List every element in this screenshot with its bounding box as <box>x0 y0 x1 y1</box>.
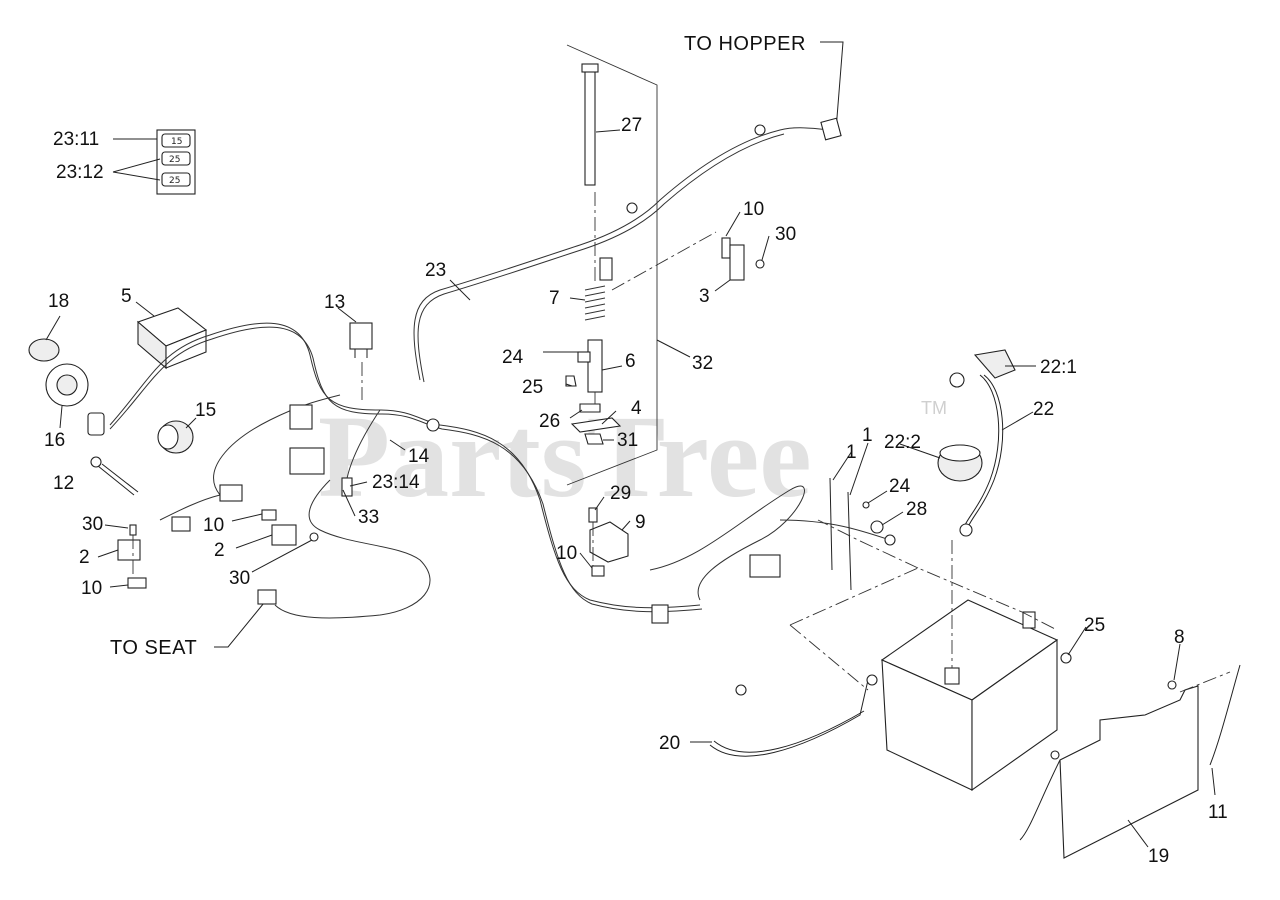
callout-20: 20 <box>659 733 680 754</box>
wiring-harness <box>109 127 891 619</box>
callout-6: 6 <box>625 351 636 372</box>
callout-22-1: 22:1 <box>1040 357 1077 378</box>
callout-32: 32 <box>692 353 713 374</box>
to-hopper-caption: TO HOPPER <box>684 33 844 131</box>
callout-10-top: 10 <box>743 199 764 220</box>
callout-16: 16 <box>44 430 65 451</box>
callout-27: 27 <box>621 115 642 136</box>
callout-26: 26 <box>539 411 560 432</box>
callout-15: 15 <box>195 400 216 421</box>
battery <box>789 519 1059 792</box>
cable-ties <box>829 477 852 591</box>
leader-lines <box>97 129 1216 848</box>
callout-19: 19 <box>1148 846 1169 867</box>
relay <box>337 307 373 400</box>
callout-1-b: 1 <box>862 425 873 446</box>
battery-holddown <box>1019 652 1241 859</box>
callout-labels: 23:11 23:12 18 5 13 23 27 7 24 25 6 26 4… <box>44 115 1228 867</box>
fuse-block: 15 25 25 <box>112 129 196 195</box>
battery-cables <box>709 349 1016 757</box>
callout-24-right: 24 <box>889 476 911 497</box>
callout-5: 5 <box>121 286 132 307</box>
callout-4: 4 <box>631 398 642 419</box>
callout-23-14: 23:14 <box>372 472 420 493</box>
callout-3: 3 <box>699 286 710 307</box>
callout-7: 7 <box>549 288 560 309</box>
callout-30-left: 30 <box>82 514 103 535</box>
fuse-15-label: 15 <box>171 137 182 147</box>
callout-23-12: 23:12 <box>56 162 104 183</box>
interlock-switch-9 <box>588 507 629 577</box>
callout-29: 29 <box>610 483 631 504</box>
callout-18: 18 <box>48 291 69 312</box>
callout-9: 9 <box>635 512 646 533</box>
callout-22: 22 <box>1033 399 1054 420</box>
callout-10-mid: 10 <box>203 515 224 536</box>
parts-tree-watermark: PartsTree <box>318 391 812 522</box>
watermark-trademark: TM <box>921 398 947 418</box>
harness-connectors <box>171 117 896 624</box>
callout-8: 8 <box>1174 627 1185 648</box>
callout-30-top: 30 <box>775 224 796 245</box>
diode-12 <box>90 456 139 496</box>
callout-10-lower: 10 <box>556 543 577 564</box>
fuse-25b-label: 25 <box>169 176 180 186</box>
callout-25: 25 <box>522 377 543 398</box>
interlock-switch-2-left <box>117 524 147 589</box>
interlock-switch-2-mid <box>261 509 319 546</box>
callout-1-a: 1 <box>846 442 857 463</box>
callout-11: 11 <box>1208 802 1228 823</box>
callout-22-2: 22:2 <box>884 432 921 453</box>
callout-13: 13 <box>324 292 345 313</box>
assembly-plane <box>566 44 658 486</box>
to-hopper-label: TO HOPPER <box>684 33 806 55</box>
callout-23: 23 <box>425 260 446 281</box>
callout-2-mid: 2 <box>214 540 225 561</box>
callout-31: 31 <box>617 430 638 451</box>
callout-24: 24 <box>502 347 524 368</box>
vertical-rod-assembly <box>543 63 622 445</box>
callout-2-left: 2 <box>79 547 90 568</box>
hour-meter <box>157 417 197 454</box>
callout-33: 33 <box>358 507 379 528</box>
fuse-25-label: 25 <box>169 155 180 165</box>
callout-23-11: 23:11 <box>53 129 99 150</box>
callout-25-right: 25 <box>1084 615 1105 636</box>
callout-14: 14 <box>408 446 430 467</box>
callout-30-lower: 30 <box>229 568 250 589</box>
interlock-switch-3 <box>611 231 765 291</box>
callout-12: 12 <box>53 473 74 494</box>
to-seat-label: TO SEAT <box>110 637 197 659</box>
control-module <box>135 301 208 370</box>
to-seat-caption: TO SEAT <box>110 597 269 659</box>
callout-28: 28 <box>906 499 927 520</box>
ignition-switch <box>28 315 105 436</box>
callout-10-left: 10 <box>81 578 102 599</box>
